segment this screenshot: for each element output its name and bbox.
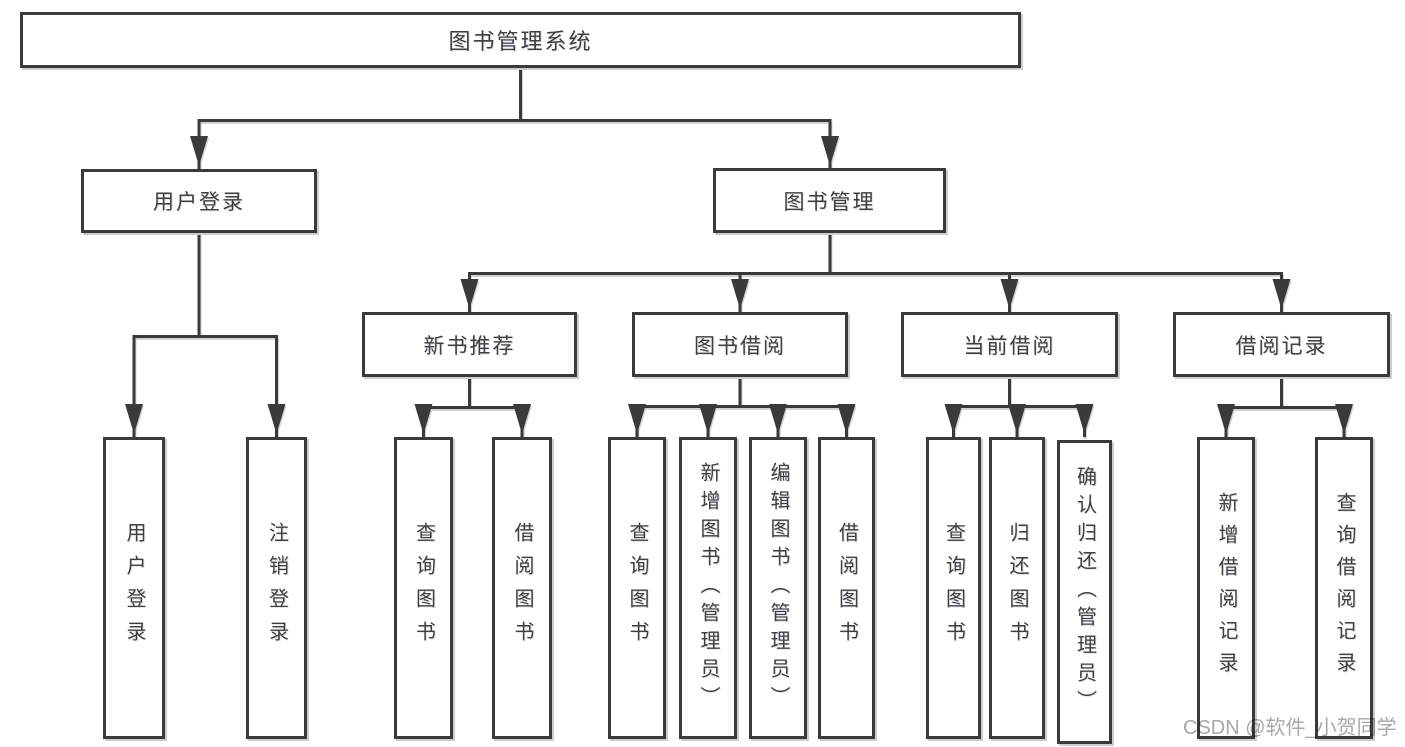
- node-label: 新书推荐: [423, 334, 516, 358]
- node-label: 用户登录: [153, 191, 245, 214]
- node-label: 归还图书: [1006, 522, 1028, 654]
- node-label: 查询图书: [626, 522, 648, 654]
- node-label: 查询图书: [942, 522, 965, 654]
- leaf-logout: 注销登录: [246, 437, 307, 739]
- node-label: 注销登录: [265, 522, 288, 654]
- leaf-return-books: 归还图书: [989, 437, 1045, 739]
- leaf-add-books-admin: 新增图书（管理员）: [679, 437, 737, 739]
- leaf-current-query-books: 查询图书: [926, 437, 981, 739]
- node-label: 借阅图书: [835, 522, 858, 654]
- node-user-login: 用户登录: [81, 169, 317, 233]
- leaf-edit-books-admin: 编辑图书（管理员）: [749, 437, 807, 739]
- arrowheads: [125, 136, 1353, 434]
- leaf-user-login: 用户登录: [103, 437, 165, 739]
- node-label: 用户登录: [123, 522, 145, 654]
- node-label: 确认归还（管理员）: [1073, 466, 1096, 718]
- node-label: 图书管理: [783, 190, 876, 214]
- leaf-confirm-return-admin: 确认归还（管理员）: [1057, 440, 1112, 744]
- leaf-recommend-query-books: 查询图书: [394, 437, 453, 739]
- node-label: 新增借阅记录: [1215, 492, 1237, 684]
- node-label: 查询图书: [412, 522, 435, 654]
- node-label: 编辑图书（管理员）: [767, 462, 789, 714]
- node-label: 当前借阅: [963, 334, 1056, 358]
- csdn-watermark: CSDN @软件_小贺同学: [1183, 717, 1397, 739]
- node-borrow-records: 借阅记录: [1173, 312, 1390, 377]
- node-label: 新增图书（管理员）: [697, 462, 719, 714]
- node-label: 图书管理系统: [448, 29, 593, 54]
- leaf-borrow-query-books: 查询图书: [608, 437, 666, 739]
- node-label: 借阅图书: [511, 522, 533, 654]
- leaf-add-borrow-record: 新增借阅记录: [1197, 437, 1255, 739]
- leaf-recommend-borrow-books: 借阅图书: [492, 437, 552, 739]
- leaf-borrow-books: 借阅图书: [818, 437, 875, 739]
- leaf-query-borrow-record: 查询借阅记录: [1315, 437, 1373, 739]
- node-current-borrow: 当前借阅: [901, 312, 1118, 377]
- node-label: 借阅记录: [1235, 334, 1328, 358]
- node-label: 图书借阅: [694, 334, 786, 358]
- node-system-root: 图书管理系统: [20, 12, 1021, 68]
- node-book-borrow: 图书借阅: [632, 312, 848, 377]
- node-label: 查询借阅记录: [1333, 492, 1355, 684]
- node-book-management: 图书管理: [713, 168, 946, 233]
- node-new-book-recommend: 新书推荐: [362, 312, 577, 377]
